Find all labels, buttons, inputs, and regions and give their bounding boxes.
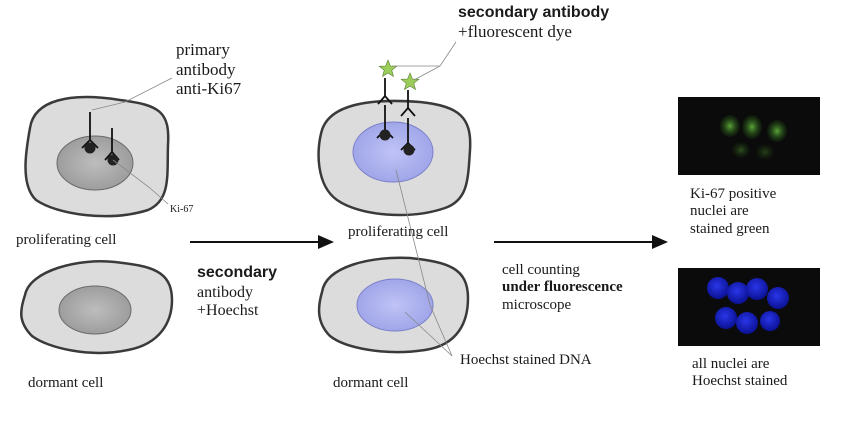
label-line: stained green: [690, 220, 770, 237]
leader-line: [413, 65, 441, 81]
label-line: +fluorescent dye: [458, 22, 572, 42]
ki67-micrograph: [678, 97, 820, 175]
dormant-cell-middle-label: dormant cell: [333, 375, 409, 391]
antibody-icon: [400, 90, 416, 117]
label-line: all nuclei are: [692, 356, 770, 372]
arrow-icon: [190, 235, 334, 249]
fluorescent-star-icon: [378, 59, 398, 78]
nucleus: [56, 135, 134, 191]
left-dormant-cell: [20, 260, 174, 355]
nucleus: [58, 285, 132, 335]
antigen-dot: [403, 144, 415, 156]
label-line: nuclei are: [690, 203, 749, 220]
label-line: antibody: [176, 59, 236, 79]
label-line: Hoechst stained: [692, 373, 788, 390]
leader-line: [91, 77, 173, 111]
antibody-icon: [81, 112, 99, 149]
secondary-hoechst-label: secondary: [197, 264, 277, 282]
left-proliferating-cell: [24, 77, 173, 218]
leader-line: [404, 311, 453, 357]
ki67-positive-label: Ki-67 positive nuclei are stained green: [690, 186, 776, 238]
antibody-icon: [377, 78, 393, 105]
antigen-dot: [379, 129, 391, 141]
label-line: cell counting: [502, 262, 580, 278]
label-line: primary: [176, 40, 230, 59]
arrow-icon: [494, 235, 668, 249]
ki67-marker-label: Ki-67: [170, 204, 194, 215]
hoechst-micrograph: [678, 268, 820, 346]
middle-proliferating-cell: [317, 41, 472, 217]
all-nuclei-label: all nuclei are Hoechst stained: [692, 356, 787, 391]
proliferating-cell-middle-label: proliferating cell: [348, 224, 449, 240]
cell-counting-label: cell counting under fluorescence microsc…: [502, 262, 623, 314]
leader-line: [112, 159, 169, 205]
label-line: antibody: [197, 284, 253, 301]
fluorescent-star-icon: [400, 72, 420, 91]
secondary-antibody-dye-label: secondary antibody +fluorescent dye: [458, 4, 609, 42]
leader-line: [392, 41, 457, 67]
nucleus: [352, 121, 434, 183]
label-line: secondary: [197, 264, 278, 281]
label-line: anti-Ki67: [176, 79, 242, 99]
label-line: +Hoechst: [197, 302, 259, 320]
leader-line: [395, 169, 453, 357]
proliferating-cell-label: proliferating cell: [16, 232, 117, 248]
primary-antibody-label: primary antibody anti-Ki67: [176, 40, 241, 99]
hoechst-dna-label: Hoechst stained DNA: [460, 352, 592, 368]
secondary-hoechst-label-cont: antibody +Hoechst: [197, 284, 258, 321]
antigen-dot: [84, 142, 96, 154]
label-line: under fluorescence: [502, 279, 623, 296]
middle-dormant-cell: [317, 256, 470, 354]
label-line: Ki-67 positive: [690, 186, 777, 202]
label-line: microscope: [502, 296, 572, 313]
dormant-cell-label: dormant cell: [28, 375, 104, 391]
label-line: secondary antibody: [458, 4, 610, 21]
nucleus: [356, 278, 434, 332]
